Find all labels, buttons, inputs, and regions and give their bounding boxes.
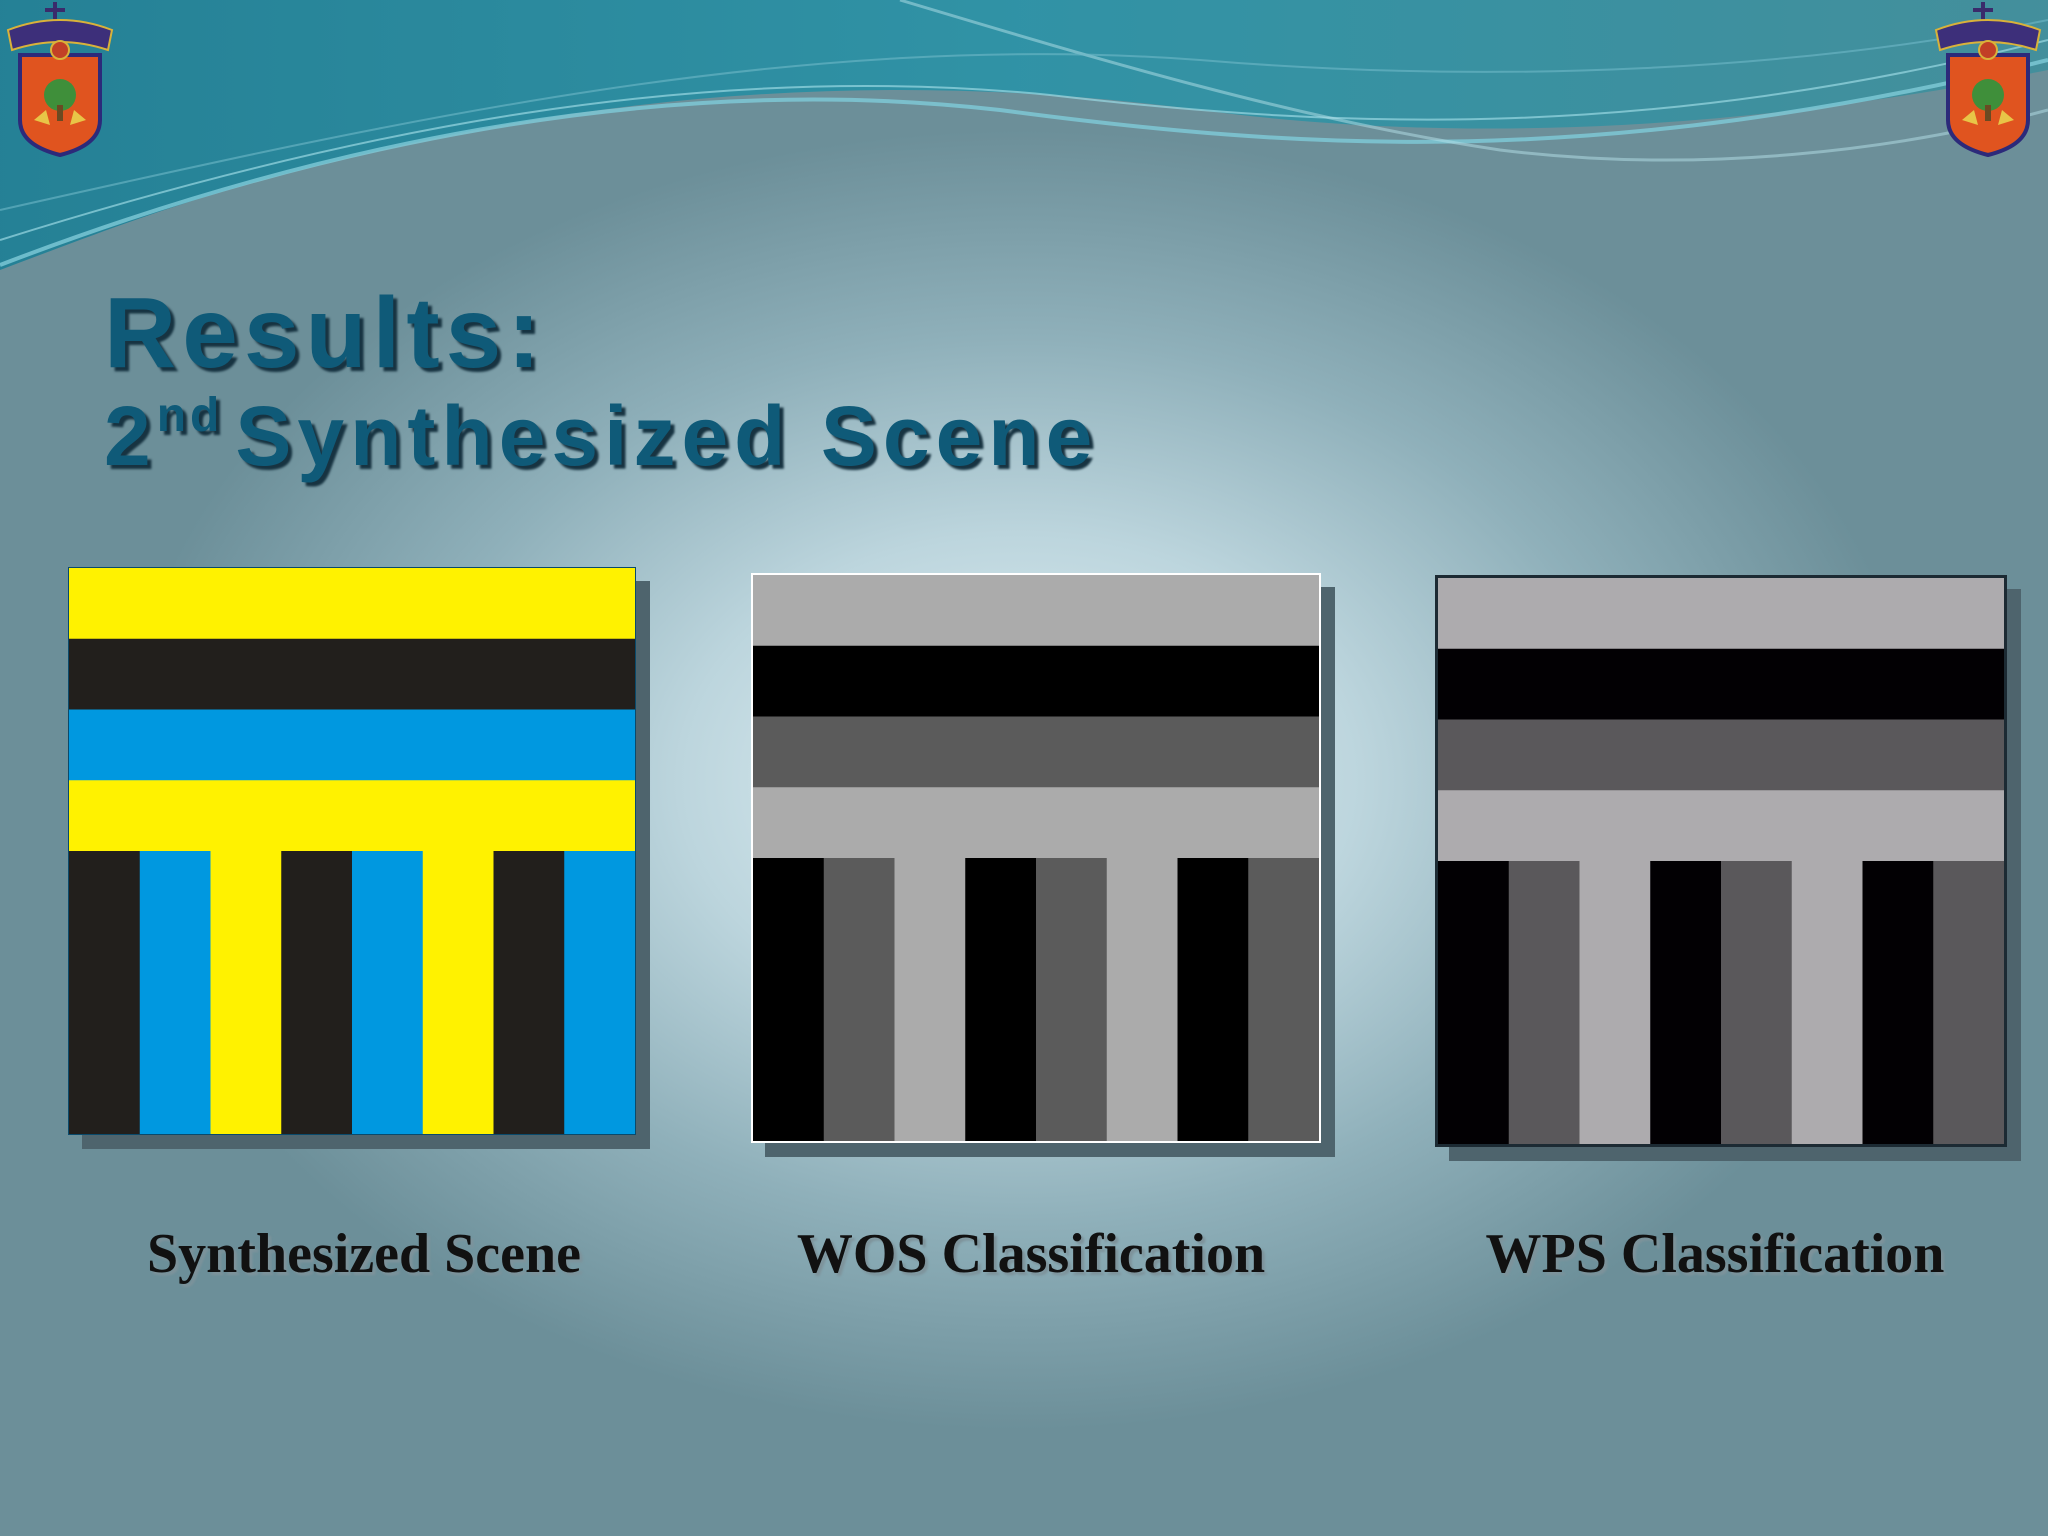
- vertical-stripe: [1721, 861, 1793, 1144]
- vertical-stripe: [139, 851, 211, 1134]
- vertical-stripe: [1862, 861, 1934, 1144]
- title-results: Results:: [104, 277, 547, 389]
- vertical-stripe: [1579, 861, 1651, 1144]
- vertical-stripe: [965, 858, 1037, 1141]
- caption-wps-classification: WPS Classification: [1485, 1223, 1945, 1285]
- horizontal-band: [753, 575, 1319, 647]
- horizontal-band: [69, 638, 635, 710]
- vertical-stripe: [352, 851, 424, 1134]
- vertical-stripe: [493, 851, 565, 1134]
- vertical-stripe: [1106, 858, 1178, 1141]
- horizontal-band: [1438, 578, 2004, 650]
- vertical-stripe: [281, 851, 353, 1134]
- title-subtitle-text: Synthesized Scene: [235, 389, 1099, 483]
- vertical-stripe: [894, 858, 966, 1141]
- vertical-stripe: [1177, 858, 1249, 1141]
- horizontal-band: [69, 709, 635, 781]
- vertical-stripe: [1248, 858, 1319, 1141]
- wps-classification-image: [1435, 575, 2007, 1147]
- synthesized-scene-image: [68, 567, 636, 1135]
- vertical-stripe: [1791, 861, 1863, 1144]
- university-crest-icon-left: [6, 2, 114, 158]
- horizontal-band: [753, 645, 1319, 717]
- vertical-stripe: [1650, 861, 1722, 1144]
- header-wave-decoration: [0, 0, 2048, 270]
- title-ordinal-number: 2: [104, 389, 157, 483]
- horizontal-band: [1438, 719, 2004, 791]
- title-ordinal-suffix: nd: [156, 389, 224, 442]
- horizontal-band: [1438, 648, 2004, 720]
- horizontal-band: [1438, 790, 2004, 862]
- vertical-stripe: [210, 851, 282, 1134]
- horizontal-band: [753, 716, 1319, 788]
- vertical-stripe: [1438, 861, 1510, 1144]
- vertical-stripe: [1036, 858, 1108, 1141]
- vertical-stripe: [823, 858, 895, 1141]
- vertical-stripe: [753, 858, 825, 1141]
- vertical-stripe: [1933, 861, 2004, 1144]
- horizontal-band: [69, 780, 635, 852]
- vertical-stripe: [564, 851, 635, 1134]
- vertical-stripe: [1508, 861, 1580, 1144]
- vertical-stripe: [422, 851, 494, 1134]
- university-crest-icon-right: [1934, 2, 2042, 158]
- horizontal-band: [69, 568, 635, 640]
- vertical-stripe: [69, 851, 141, 1134]
- horizontal-band: [753, 787, 1319, 859]
- caption-wos-classification: WOS Classification: [796, 1223, 1266, 1285]
- caption-synthesized-scene: Synthesized Scene: [147, 1223, 581, 1285]
- wos-classification-image: [751, 573, 1321, 1143]
